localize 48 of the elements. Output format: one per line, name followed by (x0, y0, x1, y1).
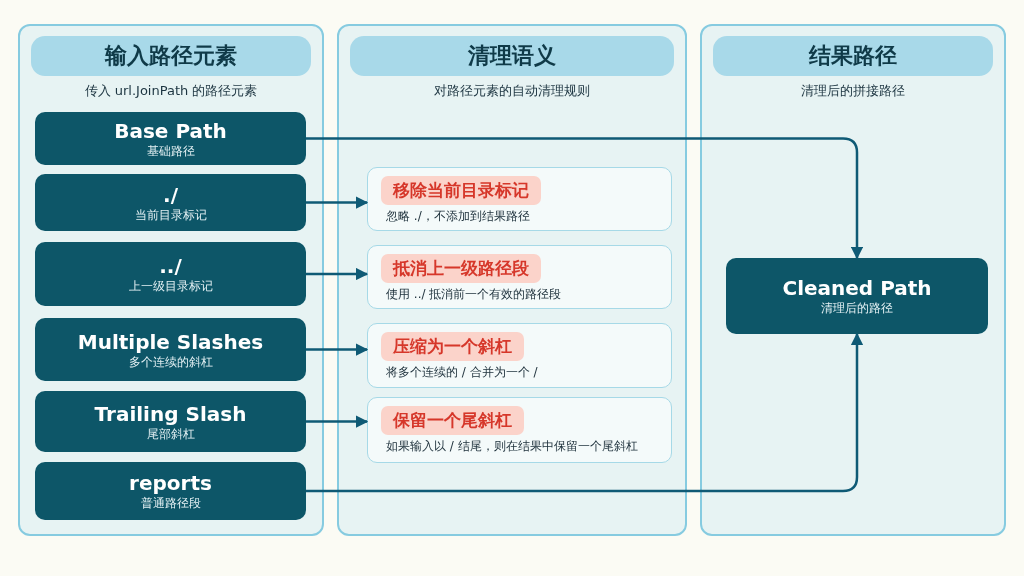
path-box (35, 174, 306, 231)
path-box (35, 391, 306, 452)
arrow (306, 196, 369, 209)
rule-title: 保留一个尾斜杠 (381, 406, 524, 435)
path-box (35, 242, 306, 306)
column-panel (700, 24, 1006, 536)
rule-title: 移除当前目录标记 (381, 176, 541, 205)
column-heading: 清理语义 (350, 36, 674, 76)
column-panel (18, 24, 324, 536)
box-title: Base Path (114, 118, 227, 143)
rule-title: 抵消上一级路径段 (381, 254, 541, 283)
box-subtitle: 多个连续的斜杠 (128, 353, 213, 370)
rule-card (367, 397, 672, 463)
box-subtitle: 上一级目录标记 (128, 278, 213, 294)
rule-title: 压缩为一个斜杠 (381, 332, 524, 361)
column-subtitle: 对路径元素的自动清理规则 (434, 82, 590, 100)
rule-card (367, 167, 672, 231)
box-title: ./ (163, 182, 178, 207)
column-subtitle: 清理后的拼接路径 (801, 82, 905, 100)
rule-description: 将多个连续的 / 合并为一个 / (386, 364, 538, 381)
box-title: reports (129, 471, 212, 495)
path-box (35, 462, 306, 520)
arrow (306, 343, 369, 356)
box-subtitle: 当前目录标记 (134, 206, 207, 223)
path-box (35, 318, 306, 381)
column-panel (337, 24, 687, 536)
rule-description: 如果输入以 / 结尾，则在结果中保留一个尾斜杠 (386, 438, 638, 455)
path-box (35, 112, 306, 165)
rule-description: 使用 ../ 抵消前一个有效的路径段 (386, 286, 562, 303)
box-title: ../ (159, 254, 182, 278)
column-subtitle: 传入 url.JoinPath 的路径元素 (84, 82, 258, 100)
box-subtitle: 清理后的路径 (821, 300, 893, 316)
rule-description: 忽略 ./，不添加到结果路径 (386, 208, 530, 225)
box-title: Multiple Slashes (77, 329, 264, 354)
arrow (306, 332, 864, 493)
rule-card (367, 323, 672, 388)
arrow (306, 415, 369, 428)
column-heading: 输入路径元素 (31, 36, 311, 76)
box-subtitle: 尾部斜杠 (146, 425, 195, 442)
box-subtitle: 基础路径 (146, 142, 195, 159)
arrow (306, 267, 369, 281)
path-box (726, 258, 988, 334)
box-title: Trailing Slash (94, 401, 247, 426)
rule-card (367, 245, 672, 309)
box-subtitle: 普通路径段 (140, 495, 201, 511)
column-heading: 结果路径 (713, 36, 993, 76)
arrow (306, 137, 864, 260)
box-title: Cleaned Path (782, 276, 932, 300)
